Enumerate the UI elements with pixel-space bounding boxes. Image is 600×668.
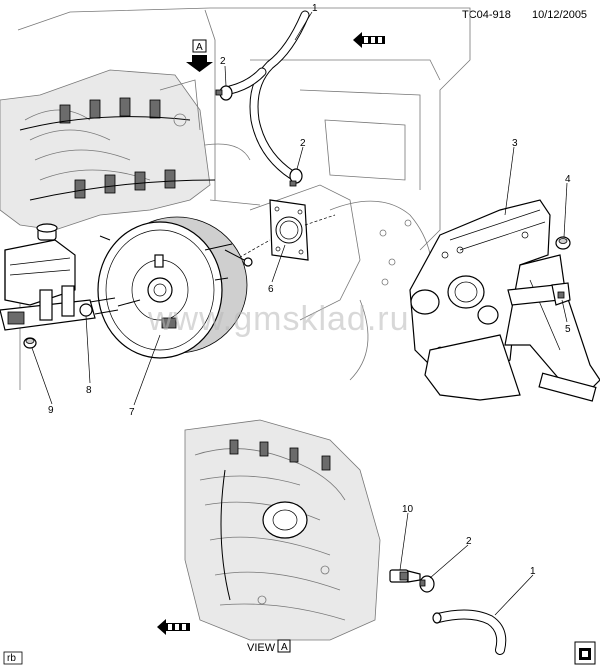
callout-2-clamp-mid: 2 bbox=[300, 138, 306, 149]
view-a-detail bbox=[184, 419, 381, 641]
callout-2-clamp-view: 2 bbox=[466, 536, 472, 547]
callout-labels: 1 2 2 3 4 5 6 7 8 9 10 2 1 bbox=[48, 3, 571, 577]
hose-clamp-left bbox=[215, 85, 233, 101]
callout-2-clamp-left: 2 bbox=[220, 56, 226, 67]
vacuum-hose bbox=[225, 10, 310, 180]
leader-lines bbox=[31, 11, 568, 616]
view-a-flag: A bbox=[186, 39, 213, 72]
callout-5-switch: 5 bbox=[565, 324, 571, 335]
booster-gasket bbox=[234, 199, 336, 261]
check-valve bbox=[389, 569, 421, 583]
callout-6-gasket: 6 bbox=[268, 284, 274, 295]
view-caption: VIEW A bbox=[247, 639, 291, 654]
view-flag-letter: A bbox=[196, 42, 203, 53]
front-arrow-icon bbox=[353, 32, 385, 48]
callout-8-cylinder: 8 bbox=[86, 385, 92, 396]
callout-10-valve: 10 bbox=[402, 504, 414, 515]
figure-date: 10/12/2005 bbox=[532, 9, 587, 21]
callout-4-nut: 4 bbox=[565, 174, 571, 185]
corner-tag-text: rb bbox=[7, 653, 16, 664]
lube-icon bbox=[574, 641, 596, 665]
vacuum-hose-view bbox=[432, 609, 507, 655]
callout-7-booster: 7 bbox=[129, 407, 135, 418]
callout-1-hose: 1 bbox=[312, 3, 318, 14]
engine-assembly bbox=[0, 69, 251, 231]
front-arrow-bottom-icon bbox=[157, 619, 190, 635]
corner-tag: rb bbox=[3, 651, 23, 665]
pedal-bracket bbox=[409, 199, 600, 402]
hose-clamp-view bbox=[419, 575, 435, 593]
bracket-nut bbox=[555, 236, 571, 250]
hose-clamp-mid bbox=[289, 168, 303, 187]
stoplamp-switch bbox=[551, 282, 571, 306]
callout-3-bracket: 3 bbox=[512, 138, 518, 149]
callout-9-nut: 9 bbox=[48, 405, 54, 416]
watermark: www.gmsklad.ru bbox=[147, 300, 410, 338]
callout-1-hose-view: 1 bbox=[530, 566, 536, 577]
master-cylinder bbox=[0, 223, 119, 331]
view-caption-text: VIEW bbox=[247, 642, 276, 654]
power-brake-booster bbox=[97, 216, 253, 359]
view-caption-letter: A bbox=[281, 642, 288, 653]
mounting-nut bbox=[23, 337, 37, 349]
figure-id: TC04-918 bbox=[462, 9, 511, 21]
firewall-panel bbox=[17, 7, 471, 390]
